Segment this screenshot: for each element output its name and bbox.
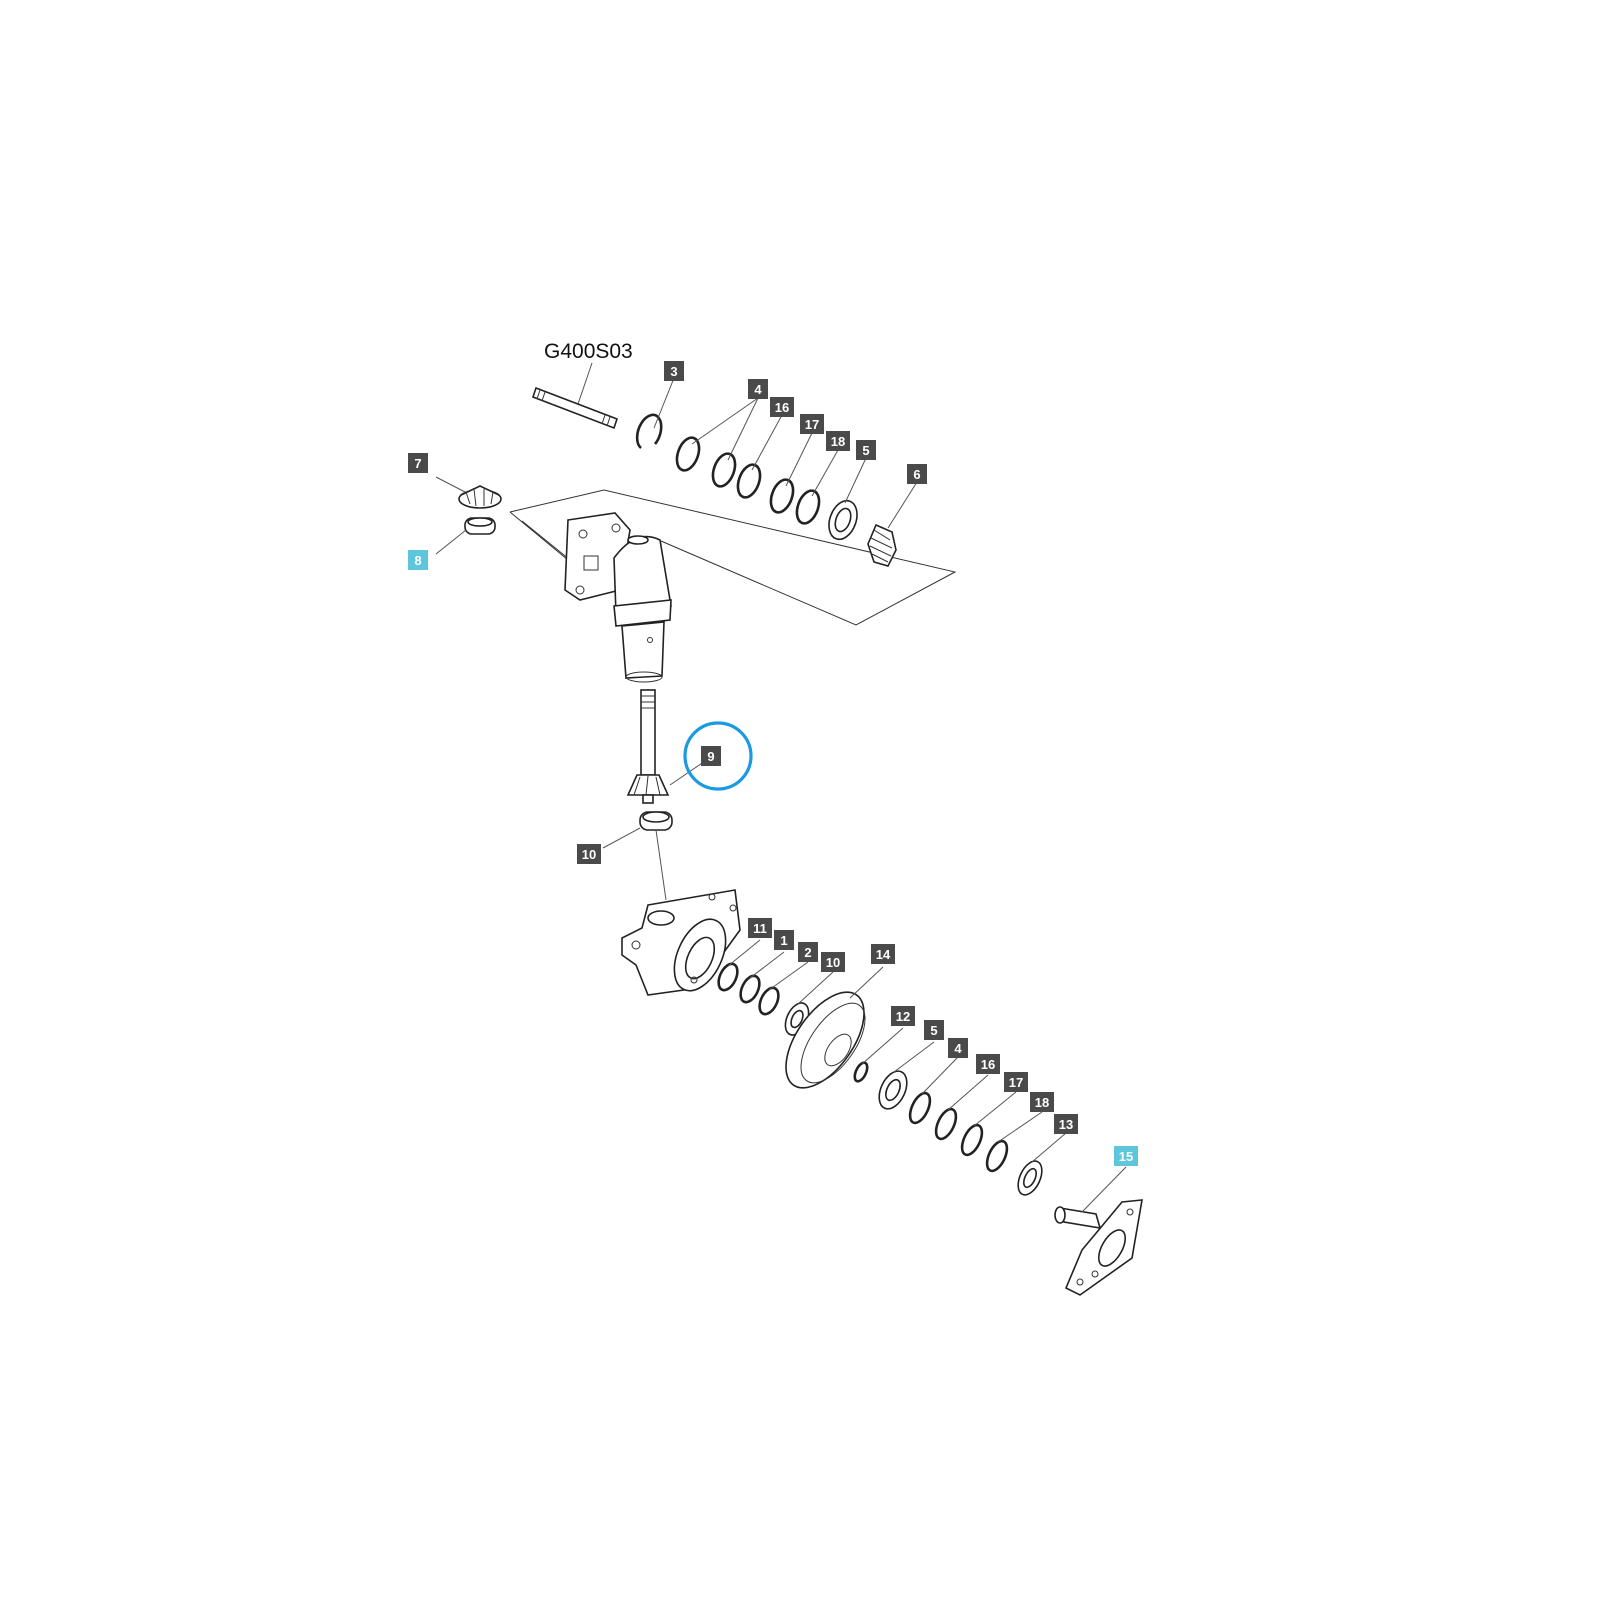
callout-label: 1 bbox=[780, 933, 787, 948]
callout-badge bbox=[871, 944, 895, 964]
callout-badge bbox=[408, 453, 428, 473]
upper-shaft bbox=[531, 386, 619, 430]
callout-label: 9 bbox=[707, 749, 714, 764]
callout-5-lower[interactable]: 5 bbox=[924, 1020, 944, 1040]
callout-18-lower[interactable]: 18 bbox=[1030, 1092, 1054, 1112]
callout-label: 10 bbox=[826, 955, 840, 970]
callout-badge bbox=[577, 844, 601, 864]
upper-washer-stack bbox=[675, 436, 821, 525]
bevel-gear-small bbox=[458, 485, 502, 509]
callout-label: 4 bbox=[754, 382, 762, 397]
callout-badge bbox=[821, 952, 845, 972]
pinion-shaft bbox=[626, 689, 670, 804]
callout-4-lower[interactable]: 4 bbox=[948, 1038, 968, 1058]
callout-8[interactable]: 8 bbox=[408, 550, 428, 570]
callout-label: 14 bbox=[876, 947, 891, 962]
callout-label: 18 bbox=[831, 434, 845, 449]
callout-badge bbox=[976, 1054, 1000, 1074]
callout-badge bbox=[748, 379, 768, 399]
axis-leader-middle bbox=[655, 829, 667, 901]
callout-16-lower[interactable]: 16 bbox=[976, 1054, 1000, 1074]
callout-badge bbox=[826, 431, 850, 451]
callout-18[interactable]: 18 bbox=[826, 431, 850, 451]
lower-bearing-b bbox=[878, 1070, 908, 1110]
bevel-gear-upper bbox=[867, 523, 897, 567]
callout-label: 5 bbox=[862, 443, 869, 458]
callout-badge bbox=[907, 464, 927, 484]
callout-label: 15 bbox=[1119, 1149, 1133, 1164]
callout-badge-highlighted bbox=[408, 550, 428, 570]
callout-10[interactable]: 10 bbox=[577, 844, 601, 864]
upper-bearing bbox=[828, 499, 858, 541]
callout-1[interactable]: 1 bbox=[774, 930, 794, 950]
highlight-circle bbox=[683, 721, 753, 791]
callout-badge bbox=[748, 918, 772, 938]
callout-label: 8 bbox=[414, 553, 421, 568]
callout-16[interactable]: 16 bbox=[770, 397, 794, 417]
callout-10-lower[interactable]: 10 bbox=[821, 952, 845, 972]
snap-ring bbox=[635, 413, 663, 450]
callout-badge bbox=[774, 930, 794, 950]
callout-label: 16 bbox=[775, 400, 789, 415]
callout-label: 16 bbox=[981, 1057, 995, 1072]
callout-label: 4 bbox=[954, 1041, 962, 1056]
reference-leader bbox=[577, 362, 593, 405]
thrust-washer bbox=[853, 1061, 869, 1083]
callout-17[interactable]: 17 bbox=[800, 414, 824, 434]
callout-label: 13 bbox=[1059, 1117, 1073, 1132]
callout-6[interactable]: 6 bbox=[907, 464, 927, 484]
callout-17-lower[interactable]: 17 bbox=[1004, 1072, 1028, 1092]
callout-badge bbox=[924, 1020, 944, 1040]
callout-label: 3 bbox=[670, 364, 677, 379]
callout-badge bbox=[701, 746, 721, 766]
callout-label: 12 bbox=[896, 1009, 910, 1024]
callout-badge bbox=[1004, 1072, 1028, 1092]
callout-label: 10 bbox=[582, 847, 596, 862]
callout-badge bbox=[856, 440, 876, 460]
callout-badge bbox=[800, 414, 824, 434]
callout-badge bbox=[798, 942, 818, 962]
lower-ring-stack-b bbox=[908, 1091, 1009, 1173]
callout-label: 7 bbox=[414, 456, 421, 471]
lower-housing bbox=[621, 889, 741, 996]
callout-9[interactable]: 9 bbox=[701, 746, 721, 766]
callout-label: 17 bbox=[805, 417, 819, 432]
callout-label: 18 bbox=[1035, 1095, 1049, 1110]
callout-badge bbox=[948, 1038, 968, 1058]
callout-badge bbox=[664, 361, 684, 381]
callout-7[interactable]: 7 bbox=[408, 453, 428, 473]
callout-label: 6 bbox=[913, 467, 920, 482]
callout-14[interactable]: 14 bbox=[871, 944, 895, 964]
callout-label: 17 bbox=[1009, 1075, 1023, 1090]
callout-3[interactable]: 3 bbox=[664, 361, 684, 381]
callout-12[interactable]: 12 bbox=[891, 1006, 915, 1026]
callout-label: 5 bbox=[930, 1023, 937, 1038]
callout-15[interactable]: 15 bbox=[1114, 1146, 1138, 1166]
callout-badge-highlighted bbox=[1114, 1146, 1138, 1166]
callout-5[interactable]: 5 bbox=[856, 440, 876, 460]
diagram-reference-code: G400S03 bbox=[544, 340, 633, 363]
callout-badge bbox=[1030, 1092, 1054, 1112]
callout-13[interactable]: 13 bbox=[1054, 1114, 1078, 1134]
callout-badge bbox=[891, 1006, 915, 1026]
seal-bearing bbox=[1017, 1160, 1043, 1196]
callout-badge bbox=[1054, 1114, 1078, 1134]
upper-housing bbox=[564, 512, 672, 683]
output-hub bbox=[1054, 1199, 1143, 1296]
callout-leaders bbox=[435, 377, 1127, 1213]
bushing bbox=[464, 517, 496, 535]
crown-gear bbox=[785, 991, 866, 1089]
callout-4[interactable]: 4 bbox=[748, 379, 768, 399]
lower-ring-stack-a bbox=[717, 962, 780, 1016]
middle-bearing bbox=[639, 811, 673, 831]
callout-label: 2 bbox=[804, 945, 811, 960]
callout-badge bbox=[770, 397, 794, 417]
callout-label: 11 bbox=[753, 921, 767, 936]
callout-2[interactable]: 2 bbox=[798, 942, 818, 962]
callout-11[interactable]: 11 bbox=[748, 918, 772, 938]
